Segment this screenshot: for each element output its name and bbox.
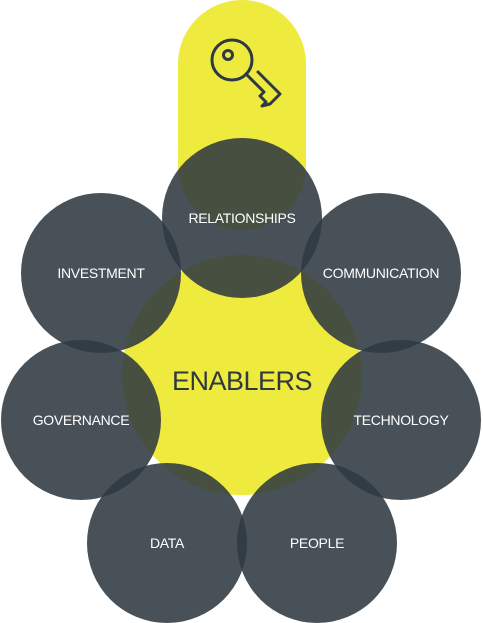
node-people [237, 463, 397, 623]
node-governance [1, 340, 161, 500]
label-relationships: RELATIONSHIPS [188, 210, 295, 226]
label-data: DATA [150, 535, 185, 551]
node-relationships [162, 138, 322, 298]
label-investment: INVESTMENT [57, 265, 145, 281]
enabler-nodes [1, 138, 481, 623]
node-data [87, 463, 247, 623]
node-investment [21, 193, 181, 353]
center-yellow-disk [122, 255, 362, 495]
node-communication [301, 193, 461, 353]
label-people: PEOPLE [290, 535, 344, 551]
label-communication: COMMUNICATION [323, 265, 439, 281]
node-technology [321, 340, 481, 500]
label-technology: TECHNOLOGY [353, 412, 449, 428]
center-label: ENABLERS [172, 366, 312, 396]
key-icon [210, 38, 282, 108]
label-governance: GOVERNANCE [33, 412, 130, 428]
